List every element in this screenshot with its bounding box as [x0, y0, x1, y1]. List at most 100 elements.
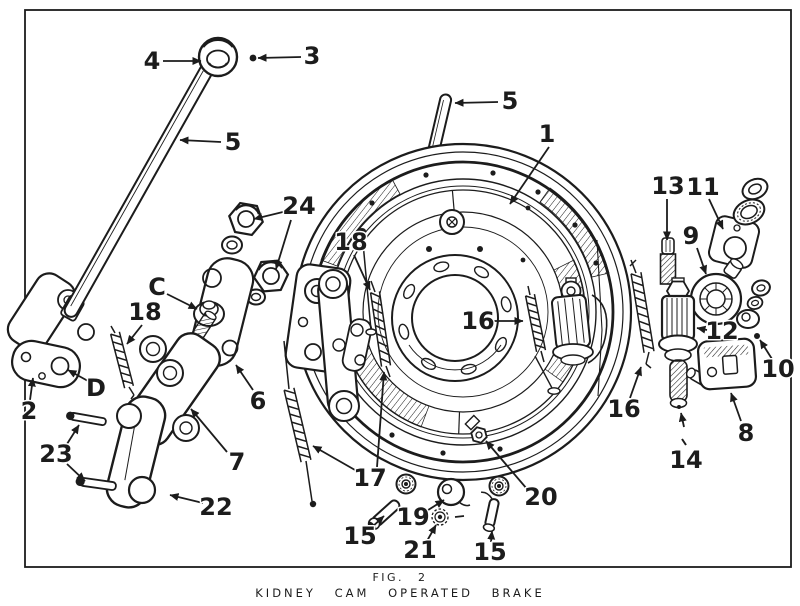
leader-arrow-part-8 — [730, 392, 742, 422]
callout-part-16-hub: 16 — [460, 306, 524, 337]
callout-label-part-15-left: 15 — [343, 522, 376, 550]
callout-label-part-6: 6 — [250, 387, 267, 415]
spring-16-right — [629, 259, 655, 369]
leader-arrow-part-17 — [312, 445, 356, 471]
callout-label-part-19: 19 — [396, 503, 429, 531]
callout-label-part-18-left: 18 — [128, 298, 161, 326]
spring-18-inner — [369, 280, 392, 378]
dash-21 — [454, 515, 465, 518]
callout-label-part-17: 17 — [353, 464, 386, 492]
callout-part-24: 24 — [253, 191, 317, 270]
leader-arrow-part-9 — [696, 247, 707, 275]
callout-part-17: 17 — [312, 371, 388, 494]
figure-number: FIG. 2 — [372, 571, 427, 584]
hole-d — [50, 356, 70, 376]
inner-adjuster-assembly — [534, 239, 608, 397]
callout-part-9: 9 — [681, 221, 707, 275]
leader-arrow-part-19 — [424, 499, 445, 513]
callout-part-3: 3 — [257, 41, 322, 72]
callout-part-18-left: 18 — [126, 297, 163, 345]
small-washers-10 — [736, 279, 771, 339]
callout-label-part-13: 13 — [651, 172, 684, 200]
leader-arrow-part-12 — [696, 325, 708, 334]
callout-part-20: 20 — [485, 440, 559, 513]
callout-part-5-left: 5 — [179, 127, 243, 158]
callout-label-part-14: 14 — [669, 446, 702, 474]
callout-part-12: 12 — [696, 316, 740, 347]
adjuster-screw-13 — [659, 237, 677, 285]
leader-arrow-part-6 — [235, 364, 254, 391]
leader-arrow-part-11 — [708, 198, 724, 230]
adjuster-pin-14 — [669, 359, 688, 409]
leader-arrow-part-23 — [66, 424, 80, 445]
callout-label-part-1: 1 — [539, 120, 556, 148]
cotter-pin-3 — [249, 54, 257, 62]
leader-arrow-part-14 — [678, 412, 687, 428]
callout-label-part-16-right: 16 — [607, 395, 640, 423]
callout-label-part-7: 7 — [229, 448, 246, 476]
callout-part-11: 11 — [685, 172, 724, 230]
leader-arrow-ref-d — [67, 369, 89, 382]
callout-part-15-right: 15 — [472, 530, 508, 568]
callout-label-part-18-inner: 18 — [334, 228, 367, 256]
callout-ref-c: C — [147, 272, 198, 310]
callout-part-21: 21 — [402, 524, 438, 566]
washers-top-right — [732, 177, 769, 226]
spring-18-left — [109, 325, 135, 400]
leader-arrow-part-10 — [759, 339, 773, 360]
nut-left-bottom — [395, 473, 417, 495]
leader-arrow-part-5-top — [454, 98, 499, 107]
callout-part-6: 6 — [235, 364, 268, 417]
spring-16-hub — [524, 285, 547, 363]
lever-22 — [105, 395, 167, 509]
callout-part-23: 23 — [38, 424, 86, 482]
callout-part-4: 4 — [142, 46, 202, 77]
nut-right-bottom — [488, 475, 510, 497]
callout-label-part-2: 2 — [21, 397, 38, 425]
callout-part-1: 1 — [509, 119, 557, 205]
lock-washer-21 — [431, 508, 449, 526]
leader-arrow-part-23 — [66, 463, 86, 482]
washer-19 — [436, 477, 471, 507]
callout-label-part-16-hub: 16 — [461, 307, 494, 335]
callout-part-13: 13 — [650, 171, 686, 241]
spring-17 — [283, 340, 317, 508]
callout-part-10: 10 — [759, 339, 796, 385]
leader-arrow-part-18-left — [126, 324, 143, 345]
callout-label-part-9: 9 — [683, 222, 700, 250]
hub-flange — [391, 246, 519, 382]
leader-arrow-part-21 — [426, 524, 437, 542]
drum-screw-head — [439, 209, 465, 235]
anchor-plate-2 — [11, 339, 81, 389]
callout-ref-d: D — [67, 369, 107, 404]
leader-arrow-part-16-right — [629, 366, 642, 399]
leader-arrow-part-24 — [253, 210, 288, 221]
rod-end-nut-4 — [197, 36, 239, 78]
callout-label-part-24: 24 — [282, 192, 315, 220]
leader-arrow-part-5-left — [179, 136, 222, 145]
leader-arrow-part-3 — [257, 53, 302, 62]
callout-label-part-12: 12 — [705, 317, 738, 345]
leader-arrow-part-17 — [376, 371, 388, 468]
callout-part-19: 19 — [395, 499, 445, 533]
star-wheel-12 — [658, 277, 698, 362]
figure-border — [24, 9, 792, 568]
leader-arrow-part-15-right — [487, 530, 496, 543]
leader-arrow-ref-c — [166, 293, 198, 310]
backplate-bolt-20 — [464, 414, 488, 444]
callout-label-ref-d: D — [86, 374, 106, 402]
ball-10 — [754, 333, 760, 339]
callout-part-15-left: 15 — [342, 515, 385, 552]
callout-part-7: 7 — [190, 408, 247, 478]
drum-lining-hatch-left — [320, 178, 401, 267]
callout-part-18-inner: 18 — [333, 227, 371, 291]
leader-arrow-part-1 — [509, 146, 550, 205]
callout-label-part-3: 3 — [304, 42, 321, 70]
callout-label-ref-c: C — [148, 273, 166, 301]
leader-arrow-part-18-inner — [353, 254, 371, 291]
callout-part-14: 14 — [668, 412, 704, 476]
callout-part-5-top: 5 — [454, 86, 520, 117]
callout-part-8: 8 — [730, 392, 756, 449]
